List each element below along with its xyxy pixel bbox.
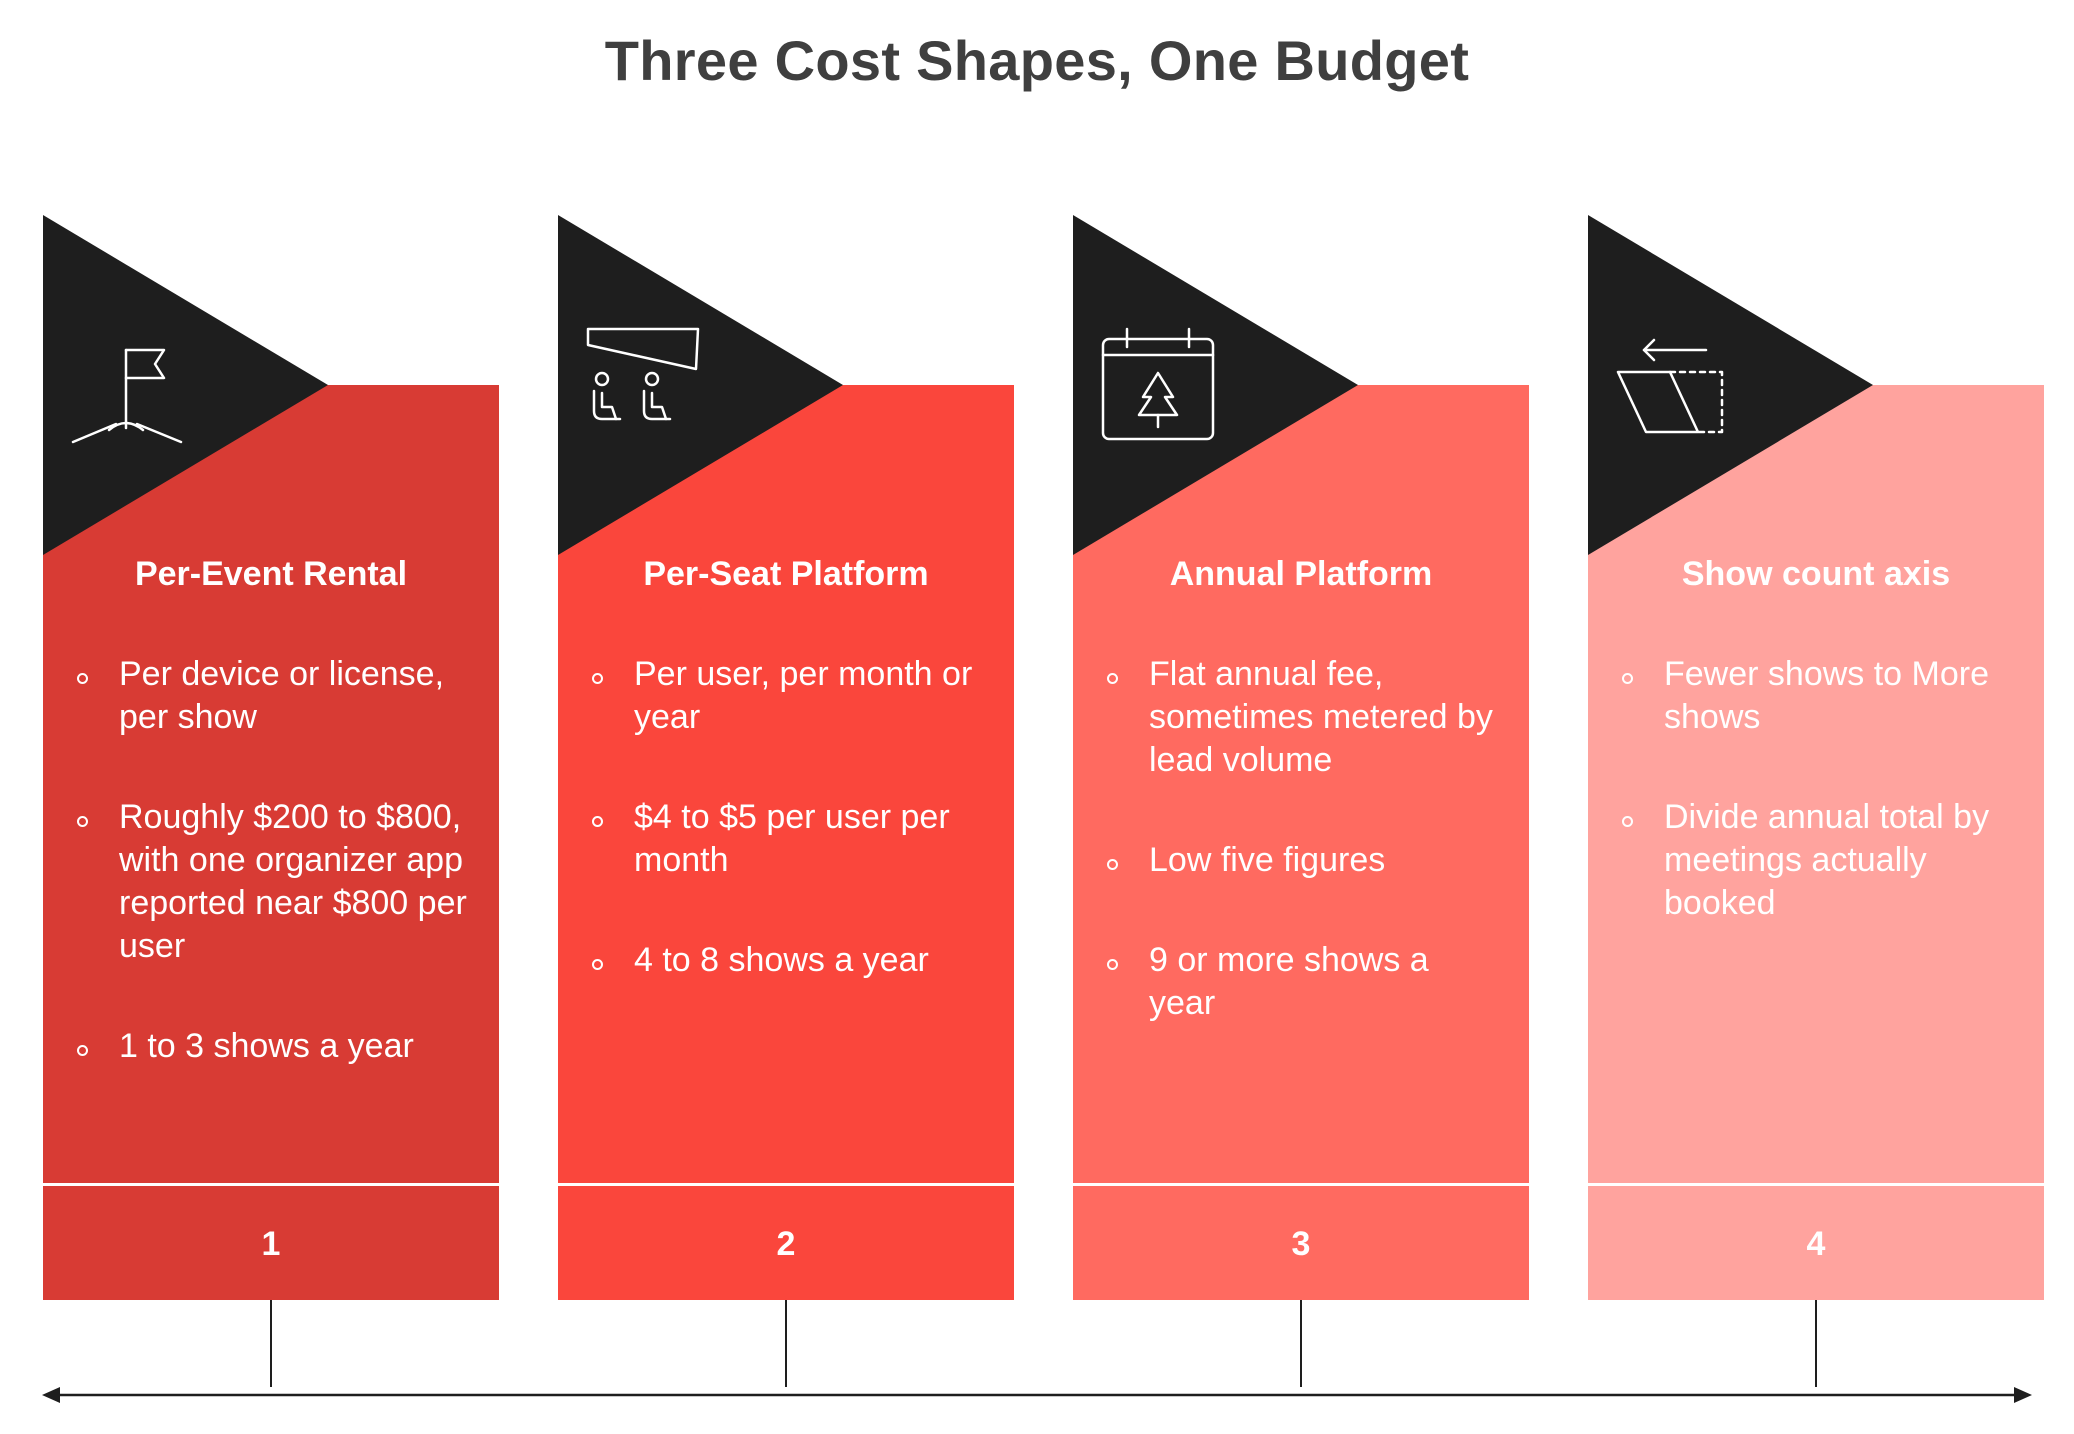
card-divider (558, 1183, 1014, 1186)
card-panel (558, 385, 1014, 1300)
card-divider (1588, 1183, 2044, 1186)
card-triangle (43, 215, 328, 555)
card-title: Per-Event Rental (134, 555, 408, 593)
bullet-circle-icon (592, 816, 603, 827)
card-number: 4 (1806, 1225, 1826, 1263)
bullet-circle-icon (592, 673, 603, 684)
bullet-item: Roughly $200 to $800, with one organizer… (77, 796, 474, 968)
card-per-event-rental: Per-Event Rental Per device or license, … (43, 215, 499, 1387)
bullet-item: Low five figures (1107, 839, 1504, 882)
bullet-circle-icon (592, 959, 603, 970)
card-panel (1073, 385, 1529, 1300)
card-number: 1 (261, 1225, 281, 1263)
bullet-circle-icon (77, 673, 88, 684)
card-number: 3 (1291, 1225, 1311, 1263)
card-title: Annual Platform (1169, 555, 1433, 593)
axis-tick (1815, 1300, 1817, 1387)
card-divider (43, 1183, 499, 1186)
card-triangle (1588, 215, 1873, 555)
bullet-list: Flat annual fee, sometimes metered by le… (1107, 653, 1504, 1082)
axis-tick (785, 1300, 787, 1387)
card-title: Show count axis (1681, 555, 1951, 593)
golf-flag-icon (71, 348, 183, 444)
card-triangle (1073, 215, 1358, 555)
bullet-circle-icon (77, 1045, 88, 1056)
axis-tick (270, 1300, 272, 1387)
card-triangle (558, 215, 843, 555)
bullet-circle-icon (1107, 673, 1118, 684)
card-show-count-axis: Show count axis Fewer shows to More show… (1588, 215, 2044, 1387)
card-panel (43, 385, 499, 1300)
card-panel (1588, 385, 2044, 1300)
bullet-circle-icon (1107, 859, 1118, 870)
bullet-item: 9 or more shows a year (1107, 939, 1504, 1025)
calendar-tree-icon (1101, 327, 1215, 441)
bullet-item: 1 to 3 shows a year (77, 1025, 474, 1068)
horizontal-axis-arrow (42, 1387, 2032, 1403)
card-title: Per-Seat Platform (643, 555, 929, 593)
diagram-title: Three Cost Shapes, One Budget (604, 29, 1470, 92)
card-number: 2 (776, 1225, 796, 1263)
bullet-item: $4 to $5 per user per month (592, 796, 989, 882)
axis-tick (1300, 1300, 1302, 1387)
bullet-circle-icon (1107, 959, 1118, 970)
shift-parallelogram-icon (1616, 338, 1724, 434)
card-divider (1073, 1183, 1529, 1186)
seated-audience-icon (586, 327, 700, 421)
bullet-item: Per device or license, per show (77, 653, 474, 739)
bullet-circle-icon (77, 816, 88, 827)
bullet-item: Per user, per month or year (592, 653, 989, 739)
bullet-item: 4 to 8 shows a year (592, 939, 989, 982)
card-per-seat-platform: Per-Seat Platform Per user, per month or… (558, 215, 1014, 1387)
bullet-list: Per device or license, per show Roughly … (77, 653, 474, 1125)
bullet-list: Fewer shows to More shows Divide annual … (1622, 653, 2019, 982)
bullet-item: Divide annual total by meetings actually… (1622, 796, 2019, 925)
bullet-circle-icon (1622, 816, 1633, 827)
card-annual-platform: Annual Platform Flat annual fee, sometim… (1073, 215, 1529, 1387)
bullet-circle-icon (1622, 673, 1633, 684)
bullet-item: Flat annual fee, sometimes metered by le… (1107, 653, 1504, 782)
bullet-list: Per user, per month or year $4 to $5 per… (592, 653, 989, 1039)
bullet-item: Fewer shows to More shows (1622, 653, 2019, 739)
